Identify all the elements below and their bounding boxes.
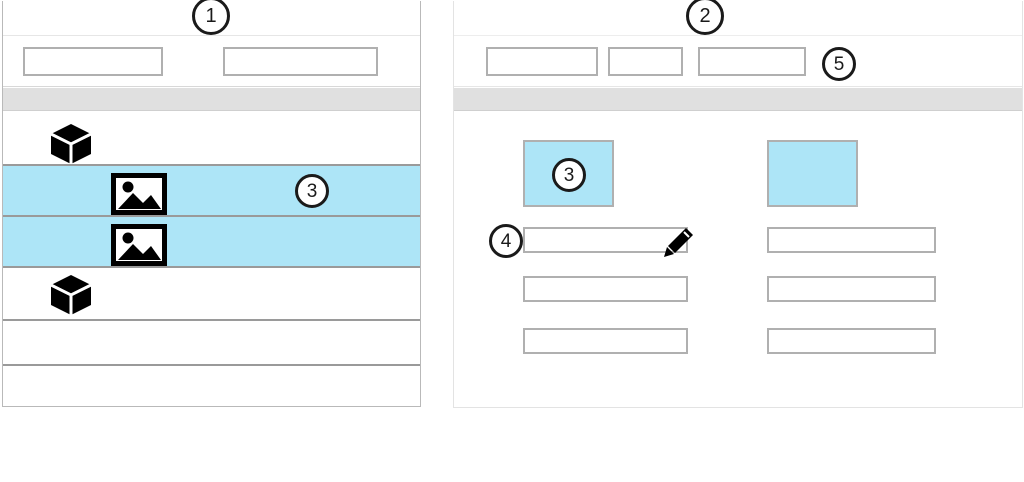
field-right-row-2[interactable]: [767, 276, 936, 302]
list-item-image-1[interactable]: [3, 166, 420, 217]
left-panel: [2, 1, 421, 407]
right-toolbar-field-1[interactable]: [486, 47, 598, 76]
edit-field[interactable]: [523, 227, 693, 257]
annotation-badge-3-left: 3: [295, 174, 329, 208]
list-item-empty-1[interactable]: [3, 321, 420, 366]
left-column-header-band: [3, 88, 420, 111]
list-item-empty-2[interactable]: [3, 366, 420, 406]
right-panel-toolbar: [454, 37, 1022, 87]
right-column-header-band: [454, 88, 1022, 111]
field-left-row-2[interactable]: [523, 276, 688, 302]
right-toolbar-field-2[interactable]: [608, 47, 683, 76]
cube-icon: [49, 274, 93, 316]
annotation-badge-4: 4: [489, 224, 523, 258]
right-panel-title-strip: [454, 1, 1022, 36]
list-item-cube-1[interactable]: [3, 112, 420, 166]
annotation-badge-5: 5: [822, 47, 856, 81]
image-icon: [111, 173, 167, 215]
cube-icon: [49, 123, 93, 165]
annotation-badge-3-right: 3: [552, 158, 586, 192]
right-toolbar-field-3[interactable]: [698, 47, 806, 76]
list-item-cube-2[interactable]: [3, 268, 420, 321]
preview-tile-2[interactable]: [767, 140, 858, 207]
left-toolbar-field-1[interactable]: [23, 47, 163, 76]
field-left-row-3[interactable]: [523, 328, 688, 354]
annotation-badge-2: 2: [686, 0, 724, 35]
field-right-row-3[interactable]: [767, 328, 936, 354]
list-item-image-2[interactable]: [3, 217, 420, 268]
left-list[interactable]: [3, 112, 420, 406]
image-icon: [111, 224, 167, 266]
right-panel: [453, 1, 1023, 408]
left-toolbar-field-2[interactable]: [223, 47, 378, 76]
pencil-icon[interactable]: [662, 225, 696, 259]
annotation-badge-1: 1: [192, 0, 230, 35]
field-right-row-1[interactable]: [767, 227, 936, 253]
left-panel-toolbar: [3, 37, 420, 87]
